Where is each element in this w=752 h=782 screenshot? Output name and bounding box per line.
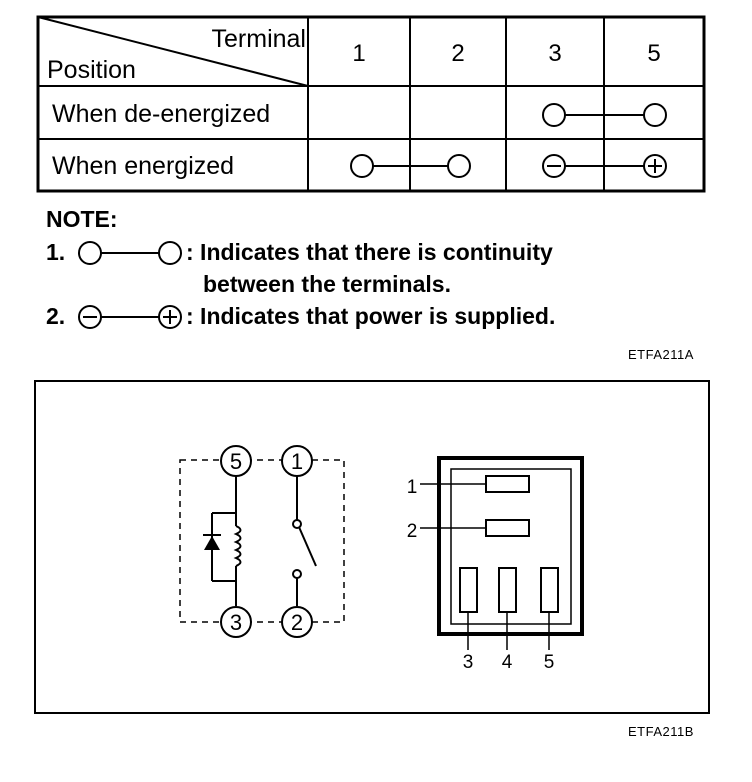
relay-switch <box>292 476 317 606</box>
continuity-symbol-row1 <box>542 103 667 127</box>
note-item-2-number: 2. <box>46 303 66 329</box>
svg-text:5: 5 <box>230 449 242 474</box>
continuity-symbol-row2 <box>350 154 471 178</box>
note-item-2-text: : Indicates that power is supplied. <box>186 303 556 329</box>
header-terminal-1: 1 <box>352 40 366 67</box>
figure-code-a: ETFA211A <box>628 347 694 362</box>
table-grid <box>36 15 706 193</box>
header-terminal-3: 3 <box>548 40 562 67</box>
header-terminal-2: 2 <box>451 40 465 67</box>
relay-connector: 1 2 3 4 5 <box>407 456 584 673</box>
schematic-terminal-3: 3 <box>220 606 252 638</box>
connector-pin-1-label: 1 <box>407 477 418 498</box>
figure-code-b: ETFA211B <box>628 724 694 739</box>
note-title: NOTE: <box>46 206 118 232</box>
svg-text:1: 1 <box>291 449 303 474</box>
header-terminal-5: 5 <box>647 40 661 67</box>
schematic-terminal-5: 5 <box>220 445 252 477</box>
schematic-terminal-1: 1 <box>281 445 313 477</box>
header-position: Position <box>47 56 136 84</box>
note-item-1-text: : Indicates that there is continuity <box>186 239 553 265</box>
row-label-energized: When energized <box>52 152 235 180</box>
relay-coil-with-diode <box>203 512 242 582</box>
connector-pin-4-label: 4 <box>502 652 513 673</box>
connector-pin-2-label: 2 <box>407 521 418 542</box>
svg-text:3: 3 <box>230 610 242 635</box>
relay-diagram-frame <box>34 380 710 714</box>
header-terminal: Terminal <box>211 25 306 53</box>
continuity-table: Terminal Position 1 2 3 5 When de-energi… <box>0 0 752 200</box>
schematic-terminal-2: 2 <box>281 606 313 638</box>
row-label-de-energized: When de-energized <box>52 100 271 128</box>
connector-pin-3-label: 3 <box>463 652 474 673</box>
note-item-1-number: 1. <box>46 239 66 265</box>
note-item-1-text-cont: between the terminals. <box>203 271 451 297</box>
svg-text:2: 2 <box>291 610 303 635</box>
power-symbol-row2 <box>542 154 667 178</box>
connector-pin-5-label: 5 <box>544 652 555 673</box>
power-legend-symbol <box>78 305 182 329</box>
continuity-legend-symbol <box>78 241 182 265</box>
